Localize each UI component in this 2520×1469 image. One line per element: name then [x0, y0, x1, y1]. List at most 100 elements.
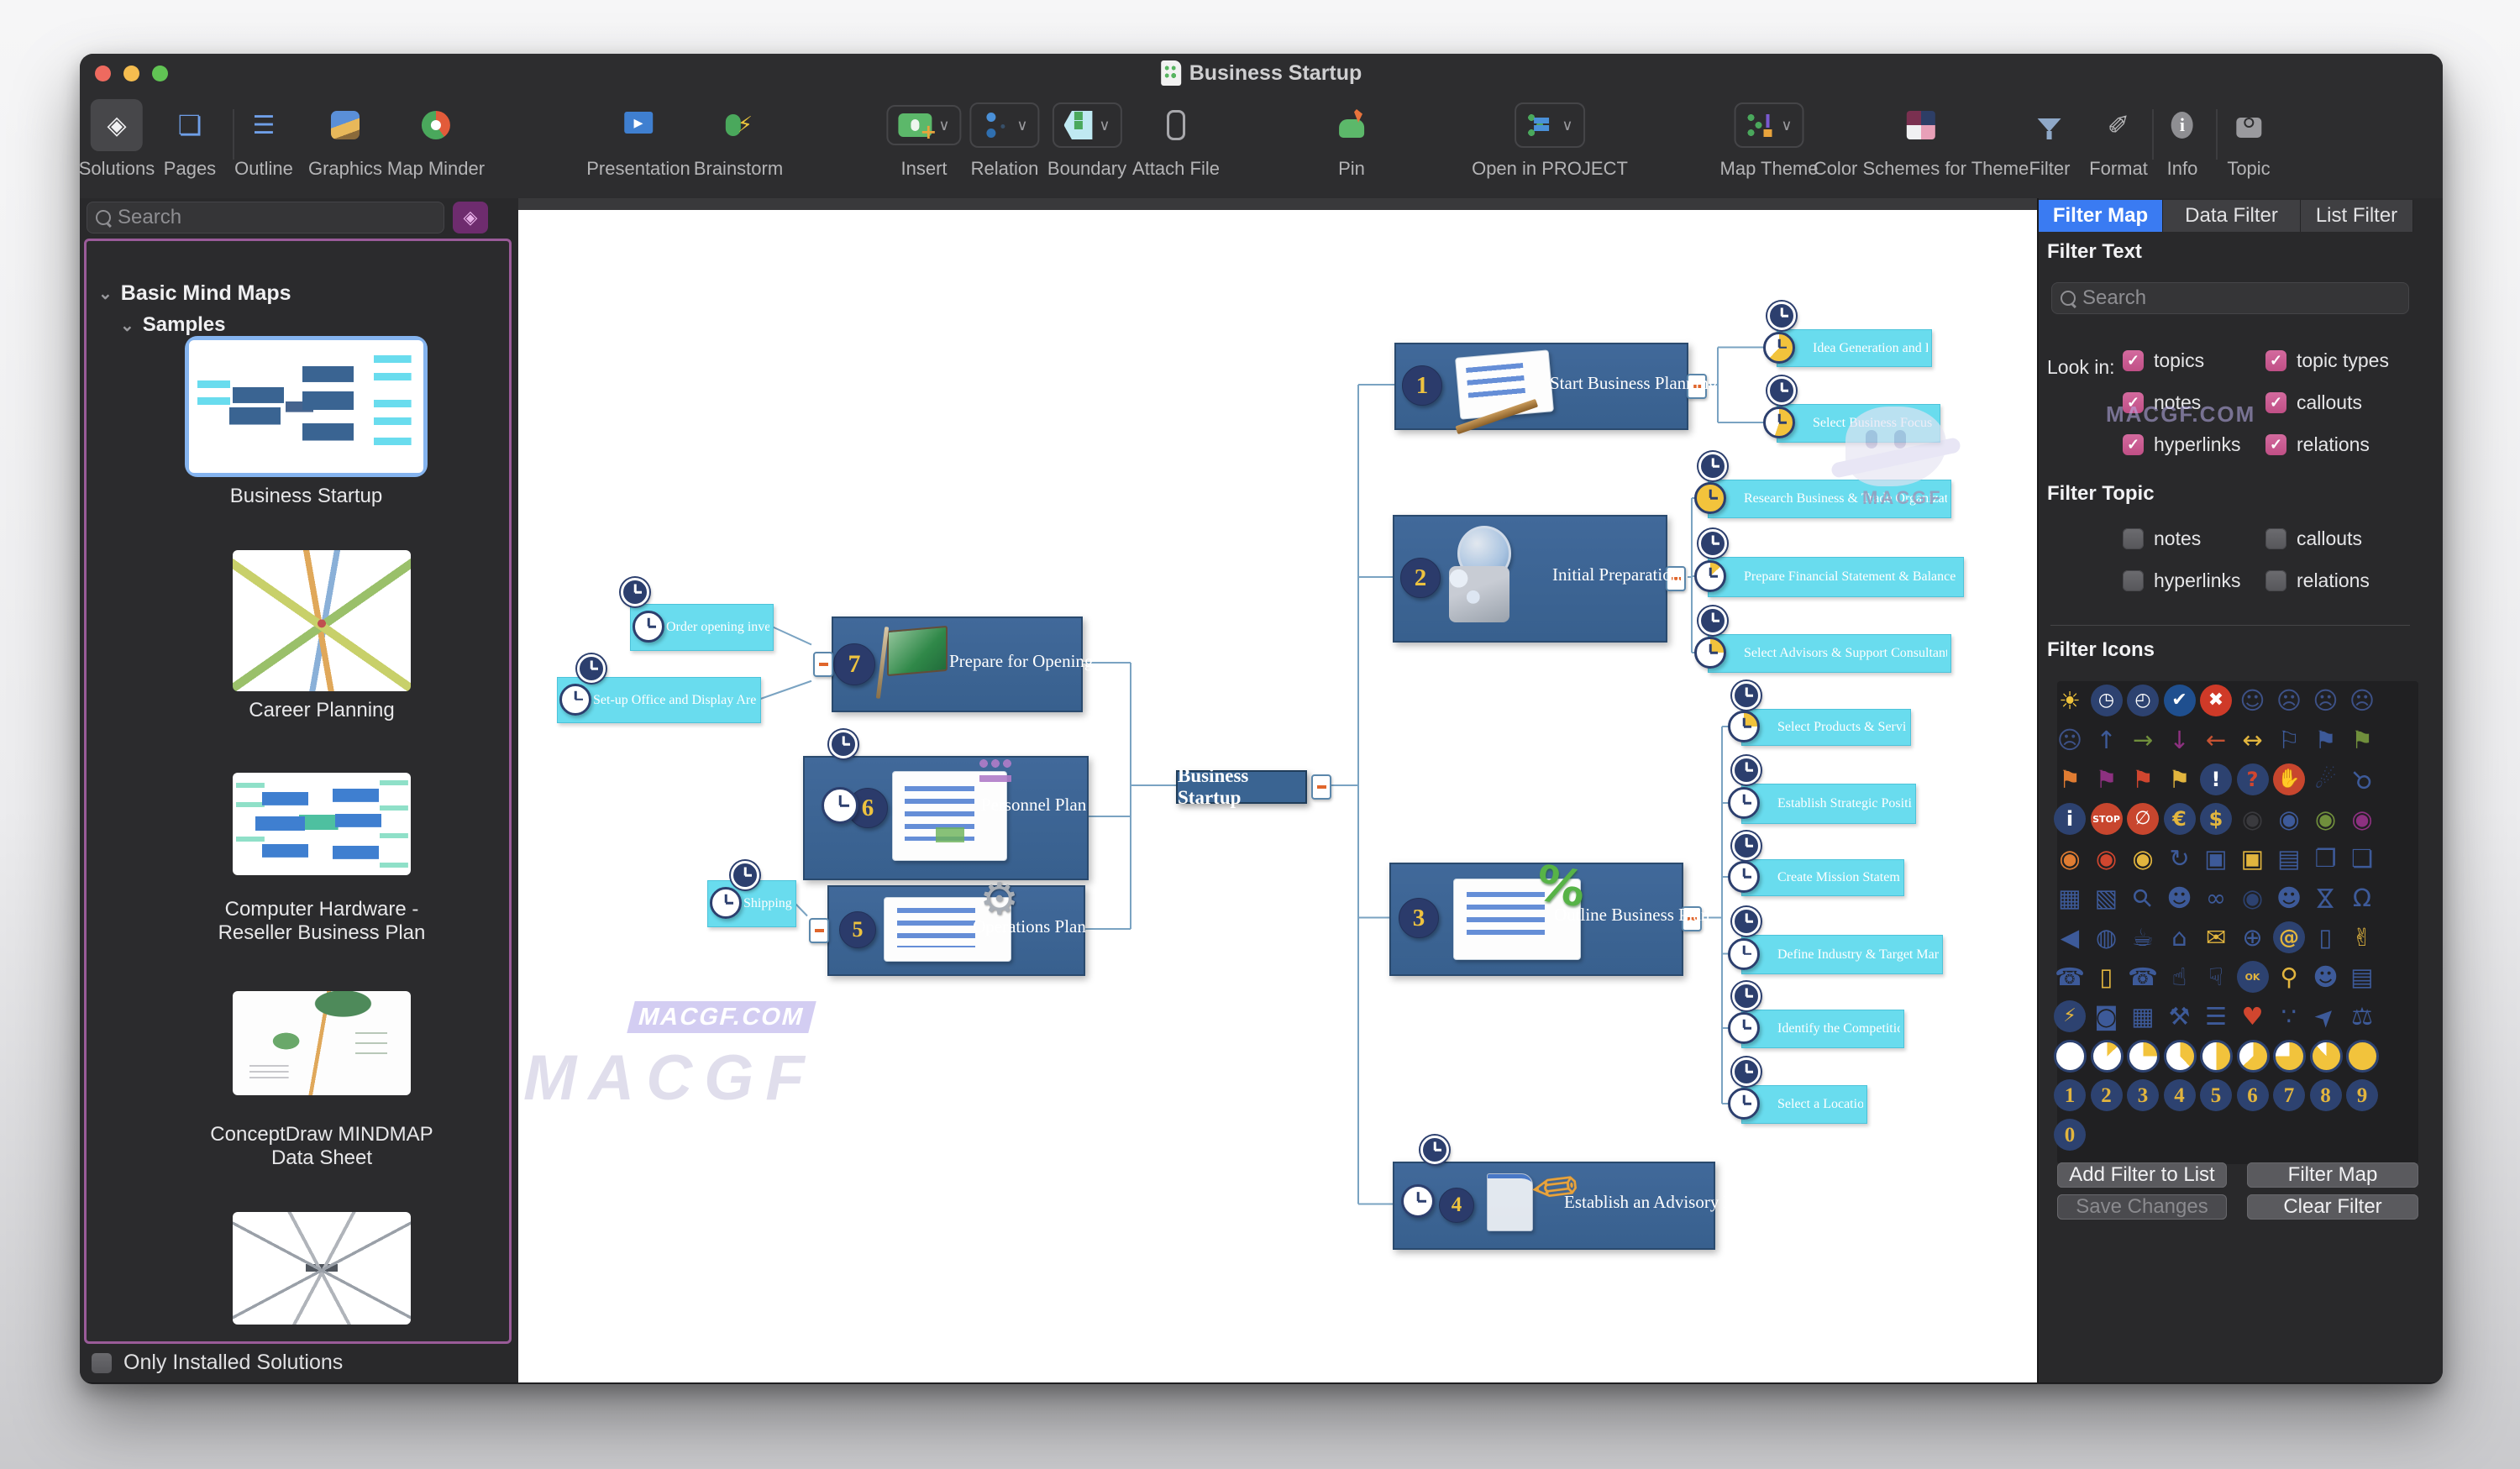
filter-icon-scales[interactable]: ⚖ — [2345, 999, 2379, 1033]
filter-icon-progress-0[interactable] — [2054, 1040, 2087, 1073]
toolbar-item-relation[interactable]: ∨Relation — [969, 99, 1040, 180]
filter-icon-checkmark[interactable]: ✔ — [2163, 685, 2196, 716]
filter-icon-glasses[interactable]: ∞ — [2199, 881, 2233, 915]
filter-icon-thumbs-up[interactable]: ☝ — [2163, 960, 2197, 994]
filter-icon-dollar[interactable]: $ — [2200, 803, 2232, 835]
filter-icon-flag-purple[interactable]: ⚑ — [2090, 763, 2124, 796]
filter-icon-flag-blue[interactable]: ⚑ — [2309, 723, 2343, 757]
zoom-button[interactable] — [152, 66, 168, 81]
filter-icon-sad[interactable]: ☹ — [2272, 684, 2306, 717]
filter-icon-folder[interactable]: ❐ — [2309, 842, 2343, 875]
filter-map-button[interactable]: Filter Map — [2247, 1162, 2418, 1188]
clear-filter-button[interactable]: Clear Filter — [2247, 1194, 2418, 1220]
filter-icon-megaphone[interactable]: ◀ — [2053, 921, 2087, 954]
filter-icon-home[interactable]: ⌂ — [2163, 921, 2197, 954]
filter-icon-number-8[interactable]: 8 — [2309, 1079, 2342, 1111]
filter-icon-progress-50[interactable] — [2200, 1040, 2233, 1073]
filter-icon-number-5[interactable]: 5 — [2200, 1079, 2232, 1111]
filter-icon-angry[interactable]: ☹ — [2053, 723, 2087, 757]
checkbox-callouts[interactable]: callouts — [2265, 527, 2362, 550]
filter-icon-person-question[interactable]: ☻ — [2163, 881, 2197, 915]
filter-icon-info[interactable]: i — [2054, 803, 2086, 835]
filter-icon-phone[interactable]: ☎ — [2126, 960, 2160, 994]
toolbar-item-info[interactable]: Info — [2167, 99, 2197, 180]
solution-thumbnail-conference-planning[interactable] — [233, 1212, 411, 1325]
filter-icon-handshake[interactable]: ✌ — [2345, 921, 2379, 954]
filter-icon-progress-38[interactable] — [2163, 1040, 2197, 1073]
subtopic-idea-generation-and-refining[interactable]: Idea Generation and Refining — [1777, 329, 1932, 367]
toolbar-item-map-theme[interactable]: ∨Map Theme — [1720, 99, 1818, 180]
filter-icon-pin-orange[interactable]: ◉ — [2053, 842, 2087, 875]
subtopic-establish-strategic-position[interactable]: Establish Strategic Position — [1741, 784, 1916, 824]
filter-icon-camera[interactable]: ◙ — [2090, 999, 2124, 1033]
filter-icon-number-2[interactable]: 2 — [2090, 1079, 2123, 1111]
filter-icon-stop-sign[interactable]: STOP — [2090, 803, 2123, 835]
filter-icon-lightning[interactable]: ⚡ — [2054, 1000, 2086, 1032]
central-topic[interactable]: Business Startup — [1176, 765, 1307, 808]
filter-icon-question[interactable]: ? — [2236, 763, 2269, 795]
subtopic-select-products-services[interactable]: Select Products & Services — [1741, 709, 1911, 746]
filter-icon-meeting[interactable]: ☻ — [2309, 960, 2343, 994]
filter-icon-number-4[interactable]: 4 — [2163, 1079, 2196, 1111]
sidebar-search-input[interactable]: Search — [87, 202, 444, 233]
filter-icon-heart[interactable]: ♥ — [2236, 999, 2270, 1033]
tab-data-filter[interactable]: Data Filter — [2163, 200, 2301, 232]
filter-icon-ok[interactable]: OK — [2236, 961, 2269, 993]
filter-icon-no-entry[interactable]: ∅ — [2127, 803, 2159, 835]
toolbar-item-filter[interactable]: Filter — [2029, 99, 2070, 180]
solution-thumbnail-conceptdraw-mindmap-data-sheet[interactable] — [233, 991, 411, 1095]
solutions-search-button[interactable] — [453, 202, 488, 233]
checkbox-relations[interactable]: relations — [2265, 569, 2370, 592]
filter-icon-progress-63[interactable] — [2236, 1040, 2270, 1073]
filter-icon-pin-gray[interactable]: ◉ — [2236, 802, 2270, 836]
filter-icon-mobile-phone[interactable]: ▯ — [2090, 960, 2124, 994]
filter-icon-arrow-left[interactable]: ← — [2199, 723, 2233, 757]
filter-icon-arrow-down[interactable]: ↓ — [2163, 723, 2197, 757]
filter-icon-number-3[interactable]: 3 — [2127, 1079, 2159, 1111]
filter-icon-progress-13[interactable] — [2090, 1040, 2124, 1073]
filter-icon-flag-green[interactable]: ⚑ — [2345, 723, 2379, 757]
filter-icon-arrow-right[interactable]: → — [2126, 723, 2160, 757]
toolbar-item-format[interactable]: Format — [2089, 99, 2148, 180]
filter-icon-person-search[interactable]: ⚲ — [2272, 960, 2306, 994]
toolbar-item-map-minder[interactable]: Map Minder — [387, 99, 485, 180]
filter-icon-arrow-up[interactable]: ↑ — [2090, 723, 2124, 757]
minimize-button[interactable] — [123, 66, 139, 81]
checkbox-hyperlinks[interactable]: hyperlinks — [2123, 433, 2241, 456]
collapse-button[interactable] — [1666, 566, 1686, 591]
checkbox-notes[interactable]: notes — [2123, 527, 2201, 550]
filter-icon-mailbox[interactable]: ▯ — [2309, 921, 2343, 954]
filter-search-input[interactable]: Search — [2051, 282, 2409, 314]
filter-icon-pin-yellow[interactable]: ◉ — [2126, 842, 2160, 875]
solution-thumbnail-computer-hardware-reseller-business-plan[interactable] — [233, 773, 411, 875]
solution-thumbnail-business-startup[interactable] — [189, 340, 423, 473]
toolbar-item-topic[interactable]: Topic — [2227, 99, 2271, 180]
filter-icon-pin-green[interactable]: ◉ — [2309, 802, 2343, 836]
tree-item-samples[interactable]: ⌄ Samples — [120, 313, 225, 337]
filter-icon-envelope[interactable]: ✉ — [2199, 921, 2233, 954]
toolbar-item-attach-file[interactable]: Attach File — [1132, 99, 1220, 180]
filter-icon-fax[interactable]: ☎ — [2053, 960, 2087, 994]
filter-icon-progress-25[interactable] — [2127, 1040, 2160, 1073]
filter-icon-smiley[interactable]: ☺ — [2236, 684, 2270, 717]
tab-filter-map[interactable]: Filter Map — [2039, 200, 2163, 232]
checkbox-topic-types[interactable]: topic types — [2265, 349, 2389, 372]
filter-icon-eye[interactable]: ◉ — [2236, 881, 2270, 915]
filter-icon-number-0[interactable]: 0 — [2054, 1119, 2086, 1151]
filter-icon-floppy-disk[interactable]: ▤ — [2272, 842, 2306, 875]
filter-icon-clock[interactable]: ◷ — [2090, 685, 2123, 716]
filter-icon-crying[interactable]: ☹ — [2345, 684, 2379, 717]
close-button[interactable] — [95, 66, 111, 81]
filter-icon-document[interactable]: ❏ — [2345, 842, 2379, 875]
toolbar-item-pages[interactable]: Pages — [164, 99, 216, 180]
filter-icon-clock-waiting[interactable]: ◴ — [2127, 685, 2159, 716]
filter-icon-notebook[interactable]: ▦ — [2053, 881, 2087, 915]
checkbox-relations[interactable]: relations — [2265, 433, 2370, 456]
filter-icon-progress-75[interactable] — [2273, 1040, 2306, 1073]
filter-icon-number-6[interactable]: 6 — [2236, 1079, 2269, 1111]
filter-icon-package[interactable]: ▧ — [2090, 881, 2124, 915]
filter-icon-frown[interactable]: ☹ — [2309, 684, 2343, 717]
toolbar-item-brainstorm[interactable]: Brainstorm — [694, 99, 783, 180]
collapse-button[interactable] — [1687, 374, 1707, 399]
filter-icon-alarm-bell[interactable]: ◍ — [2090, 921, 2124, 954]
